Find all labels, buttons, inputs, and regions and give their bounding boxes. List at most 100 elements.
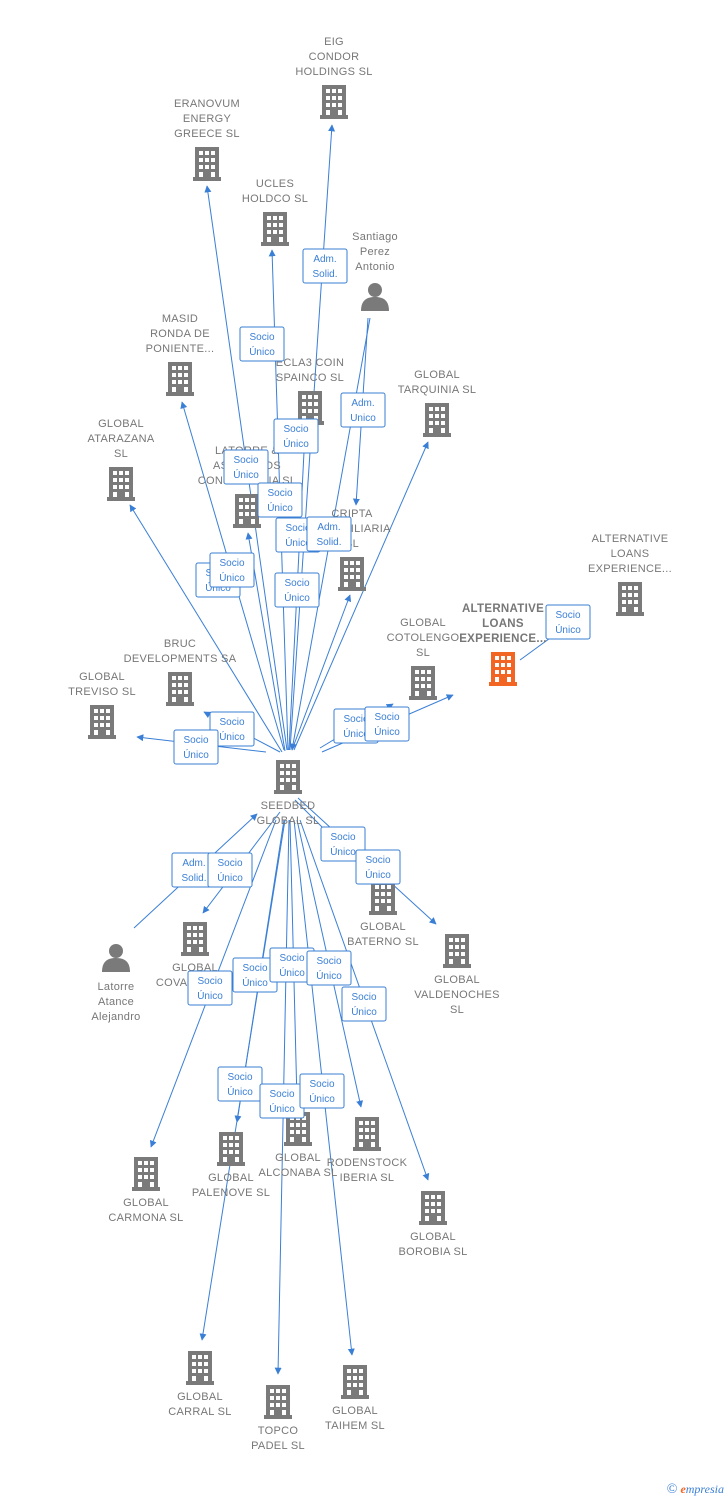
relation-badge-text: Solid. — [181, 873, 206, 884]
node-label: CONDOR — [309, 51, 360, 63]
building-icon — [616, 582, 644, 616]
relation-badge-text: Adm. — [182, 858, 205, 869]
node-label: MASID — [162, 313, 198, 325]
brand-logo-initial: e — [680, 1482, 686, 1496]
copyright-symbol: © — [666, 1482, 678, 1497]
node-label: Alejandro — [91, 1011, 140, 1023]
relation-badge[interactable]: Adm.Unico — [340, 392, 386, 428]
building-icon — [443, 934, 471, 968]
building-icon — [261, 212, 289, 246]
node-label: EXPERIENCE... — [459, 633, 547, 645]
relation-badge-text: Socio — [374, 712, 399, 723]
building-icon — [353, 1117, 381, 1151]
node-label: GLOBAL — [177, 1391, 223, 1403]
footer: ©empresia — [667, 1482, 724, 1498]
building-icon — [338, 557, 366, 591]
relation-badge-text: Único — [285, 536, 311, 549]
edge-seedbed-cripta — [291, 594, 352, 751]
relation-badge-text: Único — [365, 868, 391, 881]
node-label: EIG — [324, 36, 344, 48]
relation-badge-text: Socio — [283, 424, 308, 435]
relation-badge-text: Único — [284, 591, 310, 604]
node-label: VALDENOCHES — [414, 989, 500, 1001]
node-alt_focus[interactable]: ALTERNATIVELOANSEXPERIENCE... — [459, 603, 547, 686]
relation-badge-text: Socio — [242, 963, 267, 974]
edge-seedbed-atarazana — [129, 504, 283, 753]
building-icon — [341, 1365, 369, 1399]
node-label: BATERNO SL — [347, 936, 419, 948]
person-icon — [102, 944, 130, 972]
node-alt2[interactable]: ALTERNATIVELOANSEXPERIENCE... — [588, 533, 672, 616]
relation-badge-text: Único — [267, 501, 293, 514]
relation-badge-text: Único — [351, 1005, 377, 1018]
node-label: PADEL SL — [251, 1440, 305, 1452]
node-label: TARQUINIA SL — [398, 384, 477, 396]
node-label: GLOBAL — [332, 1405, 378, 1417]
relation-badge-text: Socio — [249, 332, 274, 343]
node-label: EXPERIENCE... — [588, 563, 672, 575]
building-icon — [320, 85, 348, 119]
building-icon — [181, 922, 209, 956]
building-icon — [419, 1191, 447, 1225]
node-label: HOLDCO SL — [242, 193, 308, 205]
relation-badge[interactable]: Adm.Solid. — [306, 516, 352, 552]
relation-badge-text: Único — [183, 748, 209, 761]
relation-badge[interactable]: Adm.Solid. — [302, 248, 348, 284]
building-icon — [107, 467, 135, 501]
relation-badge-text: Único — [217, 871, 243, 884]
brand-logo-text: mpresia — [685, 1482, 724, 1496]
node-label: ALCONABA SL — [258, 1167, 337, 1179]
relation-badge-text: Socio — [219, 558, 244, 569]
relation-badge-text: Único — [249, 345, 275, 358]
building-icon — [166, 362, 194, 396]
node-label: ALTERNATIVE — [462, 603, 544, 615]
building-icon — [274, 760, 302, 794]
relation-badge-text: Socio — [233, 455, 258, 466]
